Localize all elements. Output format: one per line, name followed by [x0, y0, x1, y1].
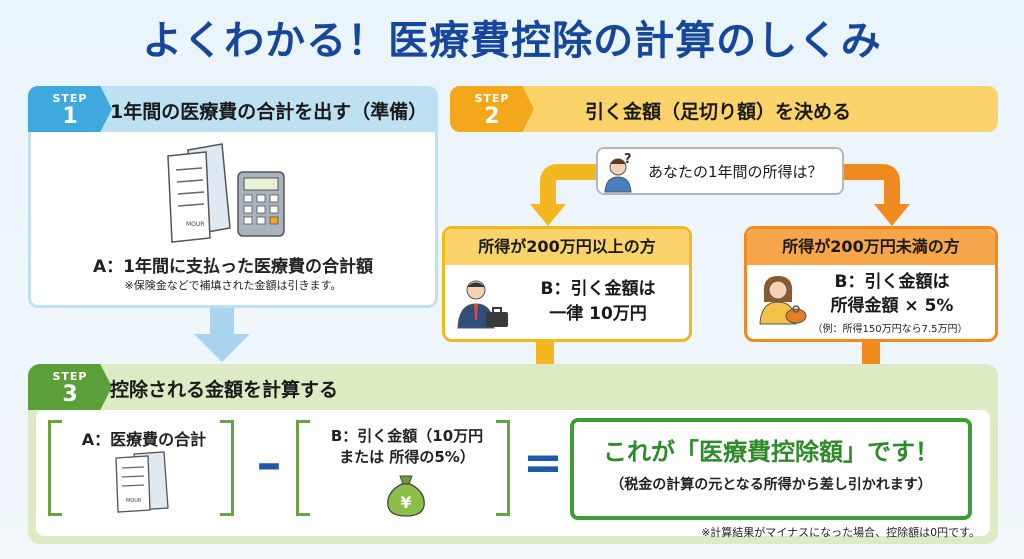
calculator-icon [237, 171, 285, 237]
step2-header-text: 引く金額（足切り額）を決める [585, 101, 852, 123]
step2-badge-number: 2 [484, 104, 500, 129]
b-label-line1: B：引く金額（10万円 [330, 427, 484, 445]
step3-badge-label: STEP [52, 370, 88, 383]
step1-note: ※保険金などで補填された金額は引きます。 [124, 279, 342, 292]
branch-arrows [530, 164, 910, 226]
question-box [596, 147, 844, 195]
step1-header-text: 1年間の医療費の合計を出す（準備） [110, 101, 428, 123]
high-income-line1: B：引く金額は [540, 279, 656, 299]
a-label: A：医療費の合計 [81, 430, 207, 449]
low-income-line1: B：引く金額は [834, 272, 950, 292]
result-sub-text: （税金の計算の元となる所得から差し引かれます） [610, 477, 932, 493]
income-question: あなたの1年間の所得は？ [648, 163, 823, 181]
bracket-right-a [220, 420, 234, 516]
step3-header-text: 控除される金額を計算する [110, 379, 339, 401]
high-income-title: 所得が200万円以上の方 [445, 229, 689, 265]
receipt-icon: MOUR [167, 143, 231, 243]
step3-badge: STEP 3 [28, 364, 112, 410]
result-box [570, 418, 972, 520]
bracket-right-b [496, 420, 510, 516]
page-title: よくわかる！医療費控除の計算のしくみ [142, 18, 882, 64]
step2-badge-label: STEP [474, 92, 510, 105]
svg-text:MOUR: MOUR [186, 221, 204, 228]
step1-badge-number: 1 [62, 104, 78, 129]
bracket-left-b [296, 420, 310, 516]
woman-wallet-icon [759, 276, 807, 325]
step2-header-bar [450, 86, 998, 132]
receipt-calculator-illustration: MOUR [167, 143, 285, 243]
equals-sign: = [522, 435, 564, 491]
arrow-down-icon [194, 308, 250, 362]
businessman-icon [457, 280, 508, 329]
footnote: ※計算結果がマイナスになった場合、控除額は0円です。 [701, 526, 980, 539]
minus-sign: – [256, 434, 282, 492]
step1-badge-label: STEP [52, 92, 88, 105]
low-income-title: 所得が200万円未満の方 [747, 229, 995, 265]
result-main-text: これが「医療費控除額」です！ [603, 438, 939, 466]
step1-box [28, 132, 438, 308]
svg-text:?: ? [624, 152, 632, 167]
step2-badge: STEP 2 [450, 86, 534, 132]
b-label-block: B：引く金額（10万円 または 所得の5%） [312, 426, 502, 468]
bracket-left-a [48, 420, 62, 516]
step3-badge-number: 3 [62, 382, 78, 407]
svg-text:MOUR: MOUR [126, 498, 142, 504]
high-income-line2: 一律 10万円 [549, 304, 647, 324]
b-label-line2: または 所得の5%） [339, 448, 475, 466]
person-question-icon: ? [604, 152, 632, 193]
step1-badge: STEP 1 [28, 86, 112, 132]
svg-text:¥: ¥ [400, 493, 411, 512]
receipt-icon: MOUR [115, 451, 169, 513]
money-bag-icon: ¥ [387, 475, 425, 517]
low-income-example: （例：所得150万円なら7.5万円） [812, 324, 968, 335]
low-income-line2: 所得金額 × 5% [830, 296, 954, 316]
step1-description: A：1年間に支払った医療費の合計額 [93, 257, 373, 277]
